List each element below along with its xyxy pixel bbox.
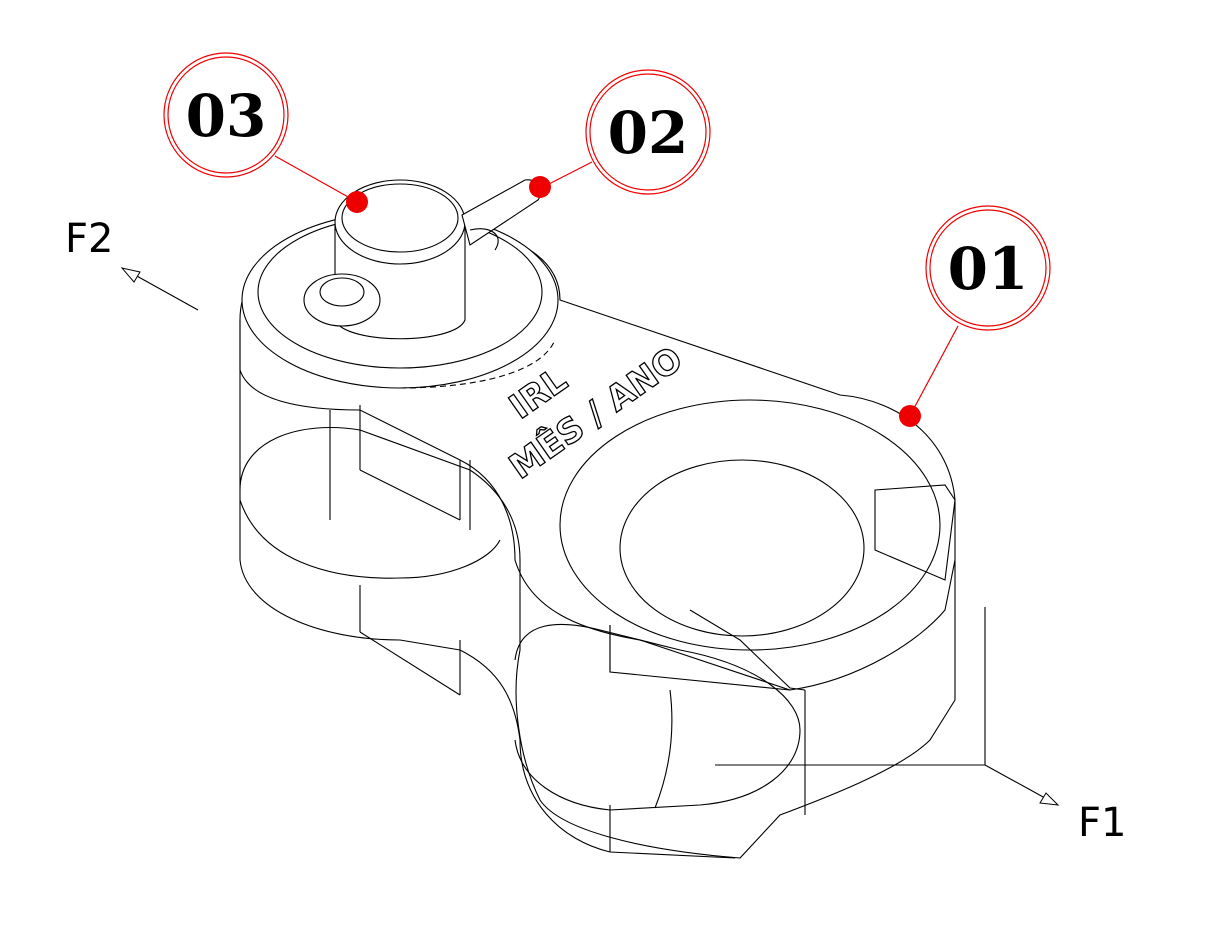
callout-dot [899,405,921,427]
callout-dot [346,191,368,213]
callout-label: 02 [608,99,689,167]
callout-01: 01 [899,205,1051,427]
callout-02: 02 [529,69,711,198]
shackle-body [239,179,956,859]
callout-dot [529,176,551,198]
force-f2: F2 [65,216,199,311]
force-f2-label: F2 [65,216,113,262]
force-f1-label: F1 [1078,800,1126,846]
callout-03: 03 [163,52,368,213]
force-f1: F1 [715,607,1126,846]
callout-label: 01 [948,235,1029,303]
callout-label: 03 [186,82,267,150]
